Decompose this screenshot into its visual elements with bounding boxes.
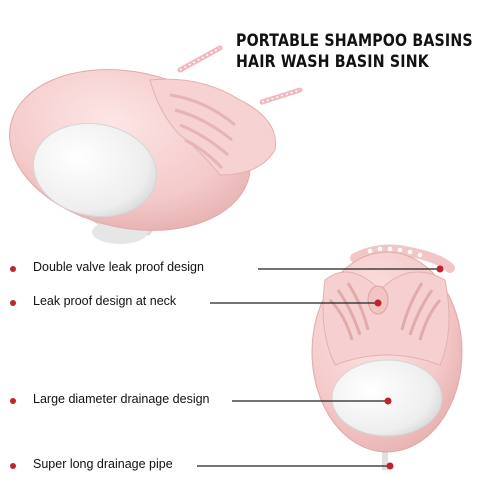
product-title-line-2: HAIR WASH BASIN SINK (236, 52, 429, 71)
callout-label: Super long drainage pipe (33, 457, 173, 471)
bullet-dot-icon (10, 266, 16, 272)
callout-target-1 (436, 265, 444, 273)
callout-label: Large diameter drainage design (33, 392, 210, 406)
callout-label: Double valve leak proof design (33, 260, 204, 274)
callout-label: Leak proof design at neck (33, 294, 177, 308)
basin-angled-view (9, 45, 303, 244)
bullet-dot-icon (10, 300, 16, 306)
callout-target-3 (384, 397, 392, 405)
bullet-dot-icon (10, 463, 16, 469)
basin-top-view (311, 244, 463, 470)
callout-lines (197, 268, 437, 467)
product-title-line-1: PORTABLE SHAMPOO BASINS (236, 31, 473, 50)
bullet-dot-icon (10, 398, 16, 404)
callout-target-dots (374, 265, 444, 470)
callout-target-2 (374, 299, 382, 307)
drain-pipe-left (177, 45, 223, 73)
callout-target-4 (386, 462, 394, 470)
